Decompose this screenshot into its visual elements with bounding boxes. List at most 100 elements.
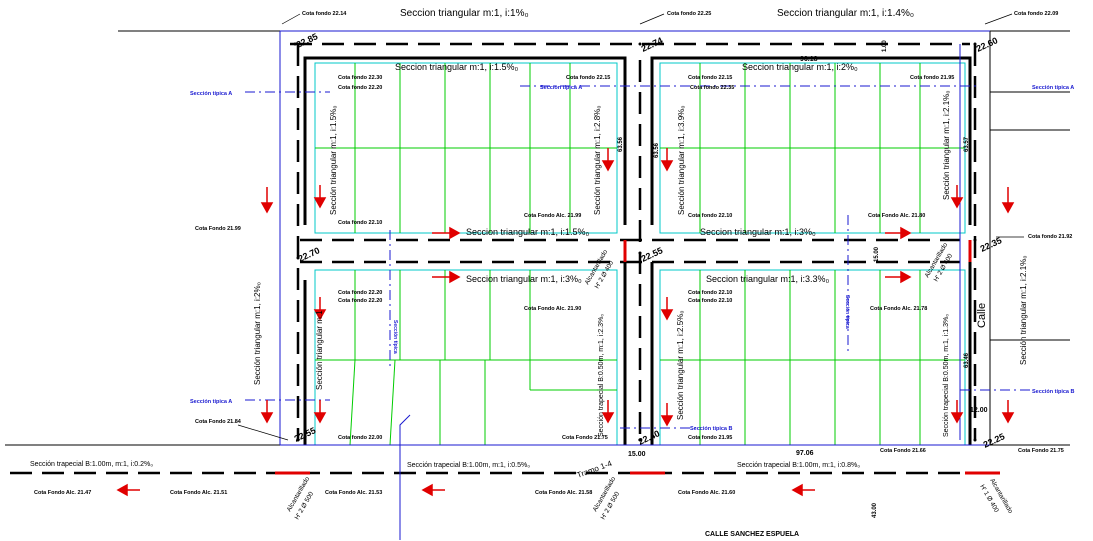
- dimension: 12.00: [970, 407, 988, 414]
- arrow-right: [432, 270, 461, 284]
- section-v-b1-right: Sección triangular m:1, i:2.8%₀: [593, 105, 602, 215]
- arrow-down: [660, 297, 674, 321]
- arrow-down: [260, 400, 274, 424]
- section-mid-left-upper: Seccion triangular m:1, i:1.5%₀: [466, 227, 590, 237]
- cota-label: Cota Fondo 21.99: [195, 226, 241, 232]
- arrow-down: [601, 148, 615, 172]
- cota-labels: Cota fondo 22.14 Cota fondo 22.25 Cota f…: [34, 11, 1072, 496]
- road-lines: [5, 30, 1070, 446]
- section-ref: Sección típica B: [1032, 389, 1075, 395]
- section-ref: Sección típica: [844, 295, 850, 329]
- section-bottom-right: Sección trapecial B:1.00m, m:1, i:0.8%₀: [737, 462, 860, 469]
- dimension: 43.00: [872, 502, 878, 518]
- section-mid-left-lower: Seccion triangular m:1, i:3%₀: [466, 274, 582, 284]
- dimension: 97.06: [796, 450, 814, 457]
- arrow-left: [791, 483, 815, 497]
- arrow-down: [313, 297, 327, 321]
- section-top-right: Seccion triangular m:1, i:1.4%₀: [777, 8, 914, 19]
- dimension: 15.00: [628, 451, 646, 458]
- cota-label: Cota fondo 22.20: [338, 85, 382, 91]
- cota-label: Cota fondo 22.10: [688, 290, 732, 296]
- section-ref: Sección típica: [392, 320, 398, 354]
- cota-label: Cota fondo 22.25: [667, 11, 711, 17]
- dimension: 1.00: [882, 40, 888, 52]
- cota-label: Cota Fondo Alc. 21.60: [678, 490, 735, 496]
- culvert-lines: [275, 240, 1000, 475]
- dimension: 96.18: [800, 56, 818, 63]
- dimension-labels: 96.18 1.00 63.57 63.56 63.56 15.00 63.46…: [618, 40, 988, 518]
- section-ref: Sección típica A: [1032, 85, 1074, 91]
- cota-label: Cota fondo 22.09: [1014, 11, 1058, 17]
- section-ref: Sección típica A: [540, 85, 582, 91]
- cota-label: Cota fondo 22.00: [338, 435, 382, 441]
- section-v-b3-left: Sección triangular m:1: [315, 310, 324, 390]
- cota-label: Cota fondo 22.35: [690, 85, 734, 91]
- cota-label: Cota fondo 22.10: [338, 220, 382, 226]
- elevation: 22.35: [979, 235, 1004, 254]
- dimension: 63.56: [654, 142, 660, 158]
- elevation: 22.25: [982, 431, 1007, 450]
- section-references: Sección típica A Sección típica A Secció…: [190, 85, 1075, 432]
- cota-label: Cota Fondo Alc. 21.51: [170, 490, 227, 496]
- section-v-b3-right: Sección trapecial B:0.50m, m:1, i:2.3%₀: [598, 314, 605, 437]
- arrow-down: [1001, 400, 1015, 424]
- section-v-b4-left: Sección triangular m:1, i:2.5%₀: [676, 310, 685, 420]
- survey-markers: [293, 42, 977, 442]
- arrow-left: [421, 483, 445, 497]
- section-v-b1-left: Sección triangular m:1, i:1.5%₀: [329, 105, 338, 215]
- section-block1-top: Seccion triangular m:1, i:1.5%₀: [395, 62, 519, 72]
- elevation: 22.85: [295, 31, 320, 50]
- arrow-down: [950, 185, 964, 209]
- dimension: 15.00: [874, 246, 880, 262]
- dimension: 63.46: [964, 352, 970, 368]
- section-block2-top: Seccion triangular m:1, i:2%₀: [742, 62, 858, 72]
- elevation: 22.60: [975, 35, 1000, 54]
- section-lines: [245, 30, 1030, 540]
- cota-label: Cota fondo 22.30: [338, 75, 382, 81]
- cota-label: Cota Fondo Alc. 21.53: [325, 490, 382, 496]
- block-outlines: [303, 56, 972, 445]
- arrow-down: [950, 400, 964, 424]
- arrow-left: [116, 483, 140, 497]
- arrow-down: [313, 400, 327, 424]
- cota-label: Cota fondo 22.20: [338, 298, 382, 304]
- arrow-down: [313, 185, 327, 209]
- section-ref: Sección típica A: [190, 91, 232, 97]
- cota-label: Cota Fondo 21.75: [562, 435, 608, 441]
- subdivision-lines: [315, 63, 965, 446]
- dimension: 63.56: [618, 136, 624, 152]
- arrow-right: [885, 226, 912, 240]
- cota-label: Cota fondo 22.14: [302, 11, 347, 17]
- section-bottom-mid: Sección trapecial B:1.00m, m:1, i:0.5%₀: [407, 462, 530, 469]
- section-mid-right-lower: Seccion triangular m:1, i:3.3%₀: [706, 274, 830, 284]
- tramo-label: Tramo 1-4: [576, 459, 614, 480]
- cota-label: Cota Fondo 21.66: [880, 448, 926, 454]
- dashed-centerlines: [10, 42, 1000, 475]
- section-ref: Sección típica A: [190, 399, 232, 405]
- section-ref: Sección típica B: [690, 426, 733, 432]
- cota-label: Cota fondo 21.92: [1028, 234, 1072, 240]
- elevation: 22.74: [640, 35, 665, 54]
- arrow-right: [885, 270, 912, 284]
- cota-label: Cota Fondo Alc. 21.78: [870, 306, 927, 312]
- section-v-far-right: Sección triangular m:1, i:2.1%₀: [1019, 255, 1028, 365]
- cota-label: Cota Fondo Alc. 21.90: [524, 306, 581, 312]
- arrow-down: [1001, 187, 1015, 214]
- cota-label: Cota fondo 22.10: [688, 213, 732, 219]
- section-descriptions: Seccion triangular m:1, i:1%₀ Seccion tr…: [30, 8, 1028, 469]
- cota-label: Cota fondo 22.10: [688, 298, 732, 304]
- section-v-far-left: Sección triangular m:1, i:2%₀: [253, 282, 262, 385]
- section-bottom-left: Sección trapecial B:1.00m, m:1, i:0.2%₀: [30, 461, 153, 468]
- section-v-b2-left: Sección triangular m:1, i:3.9%₀: [677, 105, 686, 215]
- arrow-down: [660, 403, 674, 427]
- cota-label: Cota fondo 22.15: [688, 75, 732, 81]
- section-mid-right-upper: Seccion triangular m:1, i:3%₀: [700, 227, 816, 237]
- dimension: 63.57: [964, 136, 970, 152]
- other-labels: Tramo 1-4 Calle CALLE SANCHEZ ESPUELA: [576, 303, 988, 538]
- cota-label: Cota Fondo 21.75: [1018, 448, 1064, 454]
- flow-arrows: [116, 148, 1015, 497]
- arrow-down: [260, 187, 274, 214]
- arrow-right: [432, 226, 461, 240]
- cota-label: Cota Fondo Alc. 21.58: [535, 490, 592, 496]
